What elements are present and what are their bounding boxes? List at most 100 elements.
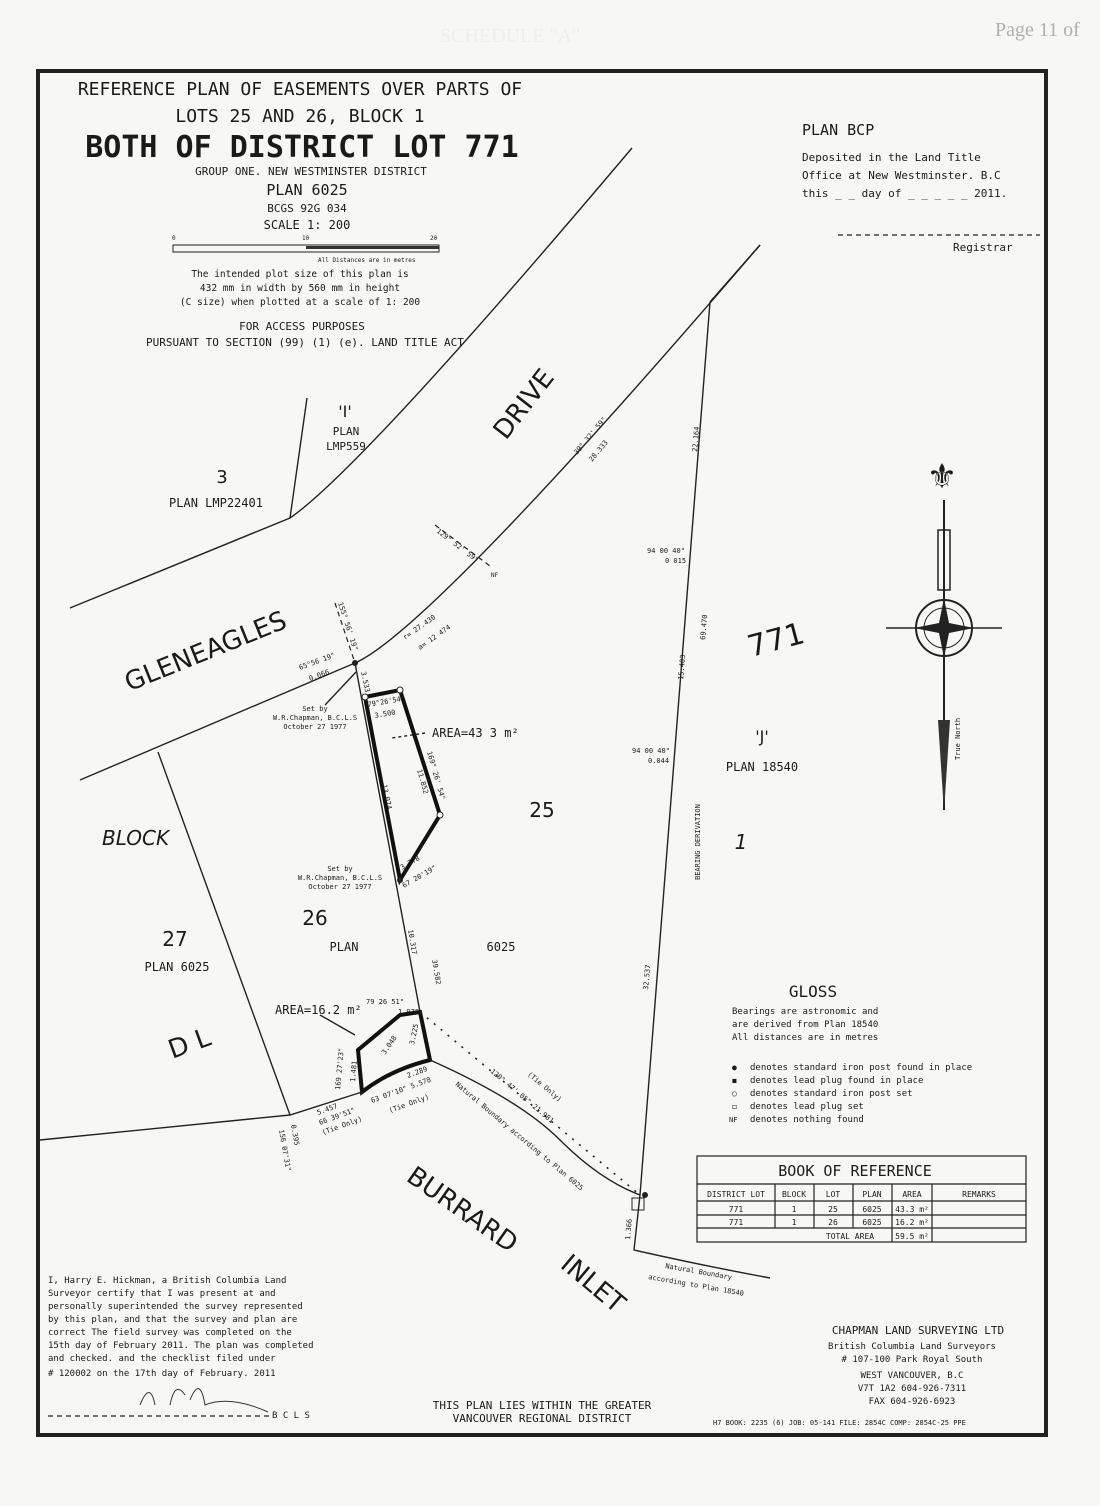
certification-line: Surveyor certify that I was present at a… bbox=[48, 1289, 276, 1299]
gloss-note: Bearings are astronomic and bbox=[732, 1007, 878, 1017]
dimension: 65°56 19" bbox=[298, 651, 336, 671]
block-label: BLOCK bbox=[102, 826, 171, 850]
dimension: 169 27'23" bbox=[334, 1047, 346, 1090]
certification-line: 15th day of February 2011. The plan was … bbox=[48, 1341, 314, 1351]
total-area-value: 59.5 m² bbox=[895, 1232, 929, 1241]
dimension: 155° 56' 19" bbox=[336, 601, 359, 652]
dl-number: 771 bbox=[744, 616, 808, 665]
easement-area-2: AREA=16.2 m² bbox=[275, 1003, 362, 1017]
company-line: WEST VANCOUVER, B.C bbox=[861, 1371, 964, 1381]
lot-26-label: 26 bbox=[302, 906, 327, 930]
certification-line: personally superintended the survey repr… bbox=[48, 1302, 303, 1312]
map-labels: GLENEAGLES DRIVE BURRARD INLET BLOCK D L… bbox=[102, 364, 808, 1320]
deposit-line: this _ _ day of _ _ _ _ _ 2011. bbox=[802, 187, 1007, 200]
title-block: REFERENCE PLAN OF EASEMENTS OVER PARTS O… bbox=[78, 79, 522, 349]
legend-item: ○ denotes standard iron post set bbox=[732, 1089, 913, 1099]
area-leader bbox=[319, 1014, 356, 1036]
title-bcgs: BCGS 92G 034 bbox=[267, 202, 347, 215]
scale-tick: 0 bbox=[172, 235, 176, 242]
registrar-label: Registrar bbox=[953, 241, 1013, 254]
lot-line bbox=[289, 397, 308, 519]
dimension: 1.366 bbox=[624, 1218, 634, 1240]
company-name: CHAPMAN LAND SURVEYING LTD bbox=[832, 1324, 1004, 1337]
set-by-note: Set by bbox=[302, 705, 327, 713]
title-plan: PLAN 6025 bbox=[266, 181, 347, 199]
table-cell: 6025 bbox=[862, 1218, 881, 1227]
signature bbox=[139, 1388, 269, 1413]
title-scale: SCALE 1: 200 bbox=[264, 218, 351, 232]
lot-line bbox=[709, 244, 761, 303]
company-line: # 107-100 Park Royal South bbox=[842, 1355, 983, 1365]
total-area-label: TOTAL AREA bbox=[826, 1232, 874, 1241]
table-cell: 26 bbox=[828, 1218, 838, 1227]
lot-26-plan: PLAN bbox=[330, 940, 359, 954]
column-header: DISTRICT LOT bbox=[707, 1190, 765, 1199]
gloss-legend: GLOSS Bearings are astronomic and are de… bbox=[729, 982, 972, 1125]
column-header: REMARKS bbox=[962, 1190, 996, 1199]
set-by-note: October 27 1977 bbox=[283, 723, 346, 731]
table-cell: 25 bbox=[828, 1205, 838, 1214]
dimension: 39.582 bbox=[430, 959, 442, 985]
legend-symbol: ○ bbox=[732, 1089, 737, 1098]
water-label-burrard: BURRARD bbox=[401, 1161, 523, 1259]
scale-tick: 10 bbox=[302, 235, 310, 242]
gloss-note: All distances are in metres bbox=[732, 1033, 878, 1043]
title-line3: BOTH OF DISTRICT LOT 771 bbox=[85, 130, 518, 165]
certification-line: by this plan, and that the survey and pl… bbox=[48, 1315, 297, 1325]
deposit-block: PLAN BCP Deposited in the Land Title Off… bbox=[802, 121, 1040, 254]
certification-line: and checked. and the checklist filed und… bbox=[48, 1354, 276, 1364]
tie-line bbox=[434, 524, 491, 567]
deposit-line: Deposited in the Land Title bbox=[802, 151, 981, 164]
plot-note: (C size) when plotted at a scale of 1: 2… bbox=[180, 297, 420, 308]
iron-post-set bbox=[361, 693, 369, 701]
purpose: PURSUANT TO SECTION (99) (1) (e). LAND T… bbox=[146, 336, 464, 349]
dimension: 10.317 bbox=[406, 929, 418, 955]
natural-boundary bbox=[633, 1194, 771, 1279]
table-row: 771 1 25 6025 43.3 m² bbox=[729, 1205, 929, 1214]
lot-25-label: 25 bbox=[529, 798, 554, 822]
lot-27-plan: PLAN 6025 bbox=[144, 960, 209, 974]
dimension: 22.164 bbox=[691, 426, 701, 452]
water-label-inlet: INLET bbox=[555, 1249, 631, 1320]
title-line1: REFERENCE PLAN OF EASEMENTS OVER PARTS O… bbox=[78, 79, 522, 100]
scale-bar: 0 10 20 All Distances are in metres bbox=[172, 235, 440, 264]
dimension: 94 00 40" bbox=[632, 747, 670, 755]
parcel-j-plan: PLAN 18540 bbox=[726, 760, 798, 774]
natural-boundary bbox=[39, 1091, 363, 1141]
certification-line: I, Harry E. Hickman, a British Columbia … bbox=[48, 1276, 286, 1286]
table-row: 771 1 26 6025 16.2 m² bbox=[729, 1218, 929, 1227]
table-cell: 771 bbox=[729, 1218, 744, 1227]
legend-text: denotes standard iron post set bbox=[750, 1089, 913, 1099]
company-line: British Columbia Land Surveyors bbox=[828, 1342, 996, 1352]
legend-item: ◼ denotes lead plug found in place bbox=[732, 1076, 923, 1086]
lot-26-plan-number: 6025 bbox=[487, 940, 516, 954]
table-cell: 43.3 m² bbox=[895, 1205, 929, 1214]
legend-symbol: NF bbox=[729, 1116, 737, 1124]
iron-post-found bbox=[352, 660, 358, 666]
dimension: 0.044 bbox=[648, 757, 669, 765]
lot-line-east bbox=[639, 301, 711, 1196]
dimension: 3.225 bbox=[408, 1023, 420, 1045]
table-cell: 1 bbox=[792, 1218, 797, 1227]
table-cell: 1 bbox=[792, 1205, 797, 1214]
dimension: 3.048 bbox=[380, 1034, 399, 1056]
legend-text: denotes lead plug found in place bbox=[750, 1076, 923, 1086]
easement-area-lot26 bbox=[355, 1009, 433, 1096]
column-header: PLAN bbox=[862, 1190, 881, 1199]
dimension: 69.470 bbox=[699, 614, 709, 640]
lot-3-plan: PLAN LMP22401 bbox=[169, 496, 263, 510]
dimension: 0.066 bbox=[308, 668, 331, 683]
parcel-i-plan: LMP559 bbox=[326, 440, 366, 453]
road-south-boundary bbox=[79, 244, 761, 781]
legend-text: denotes lead plug set bbox=[750, 1102, 864, 1112]
lot-3-label: 3 bbox=[216, 467, 227, 488]
iron-post-set bbox=[436, 811, 444, 819]
dimension: 0 015 bbox=[665, 557, 686, 565]
regional-district-note: THIS PLAN LIES WITHIN THE GREATER bbox=[433, 1399, 652, 1412]
natural-boundary bbox=[429, 1059, 641, 1196]
table-title: BOOK OF REFERENCE bbox=[778, 1162, 932, 1180]
dimension: 1.970 bbox=[398, 1008, 419, 1016]
north-arrow: ⚜ True North bbox=[886, 457, 1002, 812]
dimension: 1.481 bbox=[349, 1060, 359, 1082]
